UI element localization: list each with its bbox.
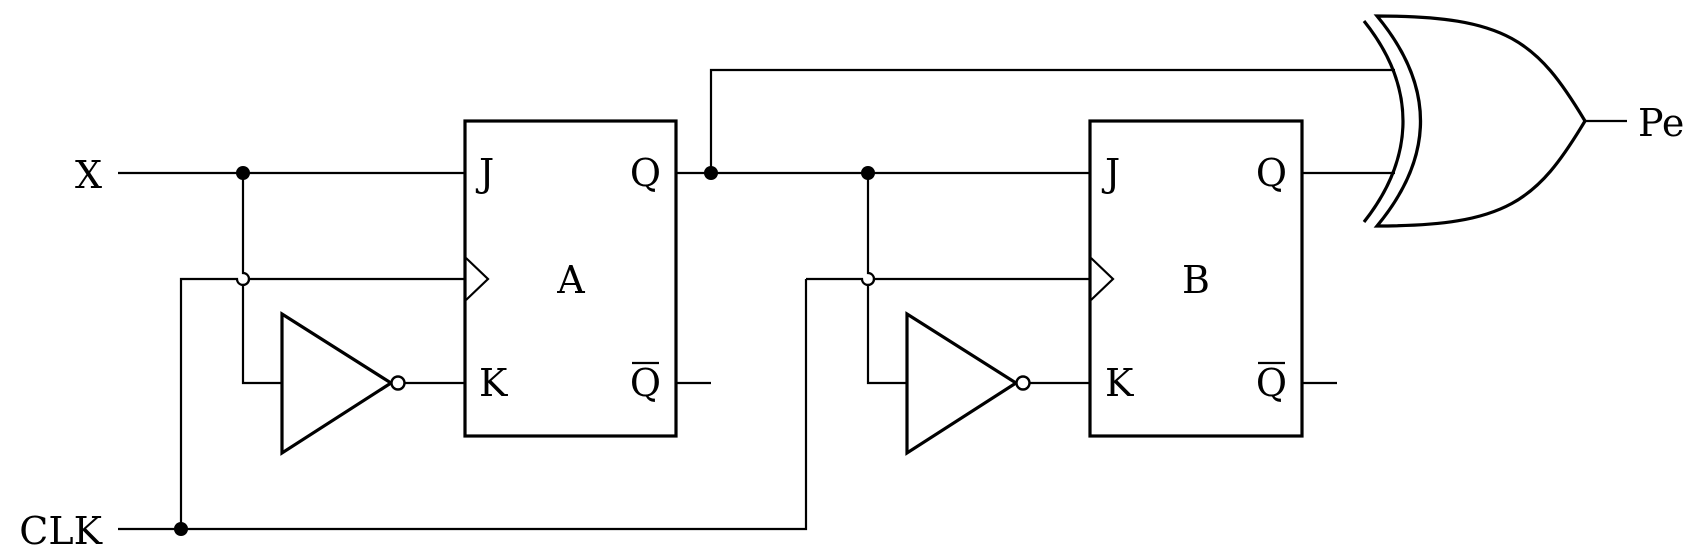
xor-gate-input-arc	[1362, 20, 1405, 223]
flipflop-a-q-label: Q	[630, 151, 661, 195]
input-x-label: X	[75, 153, 102, 197]
junction-dot-x	[236, 166, 250, 180]
flipflop-a-body	[463, 119, 678, 438]
wire-clk-to-b	[806, 277, 1090, 287]
flipflop-a-name: A	[556, 258, 585, 302]
wire-clk	[118, 279, 808, 531]
flipflop-b: B J K Q Q	[1088, 119, 1304, 438]
flipflop-a-clock-indicator	[465, 257, 490, 301]
wire-clk-to-a	[179, 277, 465, 529]
flipflop-b-qbar-label: Q	[1256, 361, 1287, 405]
flipflop-b-k-label: K	[1105, 361, 1134, 405]
not-gate-1-body	[280, 311, 394, 456]
xor-gate	[1362, 14, 1587, 228]
flipflop-a-j-label: J	[475, 151, 494, 195]
junctions	[174, 166, 875, 536]
junction-dot-qa-top	[704, 166, 718, 180]
junction-dot-clk	[174, 522, 188, 536]
flipflop-b-clock-indicator	[1090, 257, 1115, 301]
not-gate-2-body	[905, 311, 1019, 456]
flipflop-a-qbar-label: Q	[630, 361, 661, 405]
flipflop-b-j-label: J	[1101, 151, 1120, 195]
flipflop-a-k-label: K	[479, 361, 508, 405]
wire-qa-to-xor	[709, 68, 1395, 173]
not-gate-1-bubble	[390, 375, 406, 391]
flipflop-b-body	[1088, 119, 1304, 438]
wires	[118, 68, 1627, 531]
not-gate-2	[905, 311, 1031, 456]
input-clk-label: CLK	[19, 509, 102, 553]
flipflop-a: A J K Q Q	[463, 119, 678, 438]
not-gate-2-bubble	[1015, 375, 1031, 391]
not-gate-1	[280, 311, 406, 456]
flipflop-b-q-label: Q	[1256, 151, 1287, 195]
junction-dot-qa-branch	[861, 166, 875, 180]
flipflop-b-name: B	[1182, 258, 1210, 302]
output-pe-label: Pe	[1638, 101, 1684, 145]
xor-gate-body	[1373, 14, 1587, 228]
